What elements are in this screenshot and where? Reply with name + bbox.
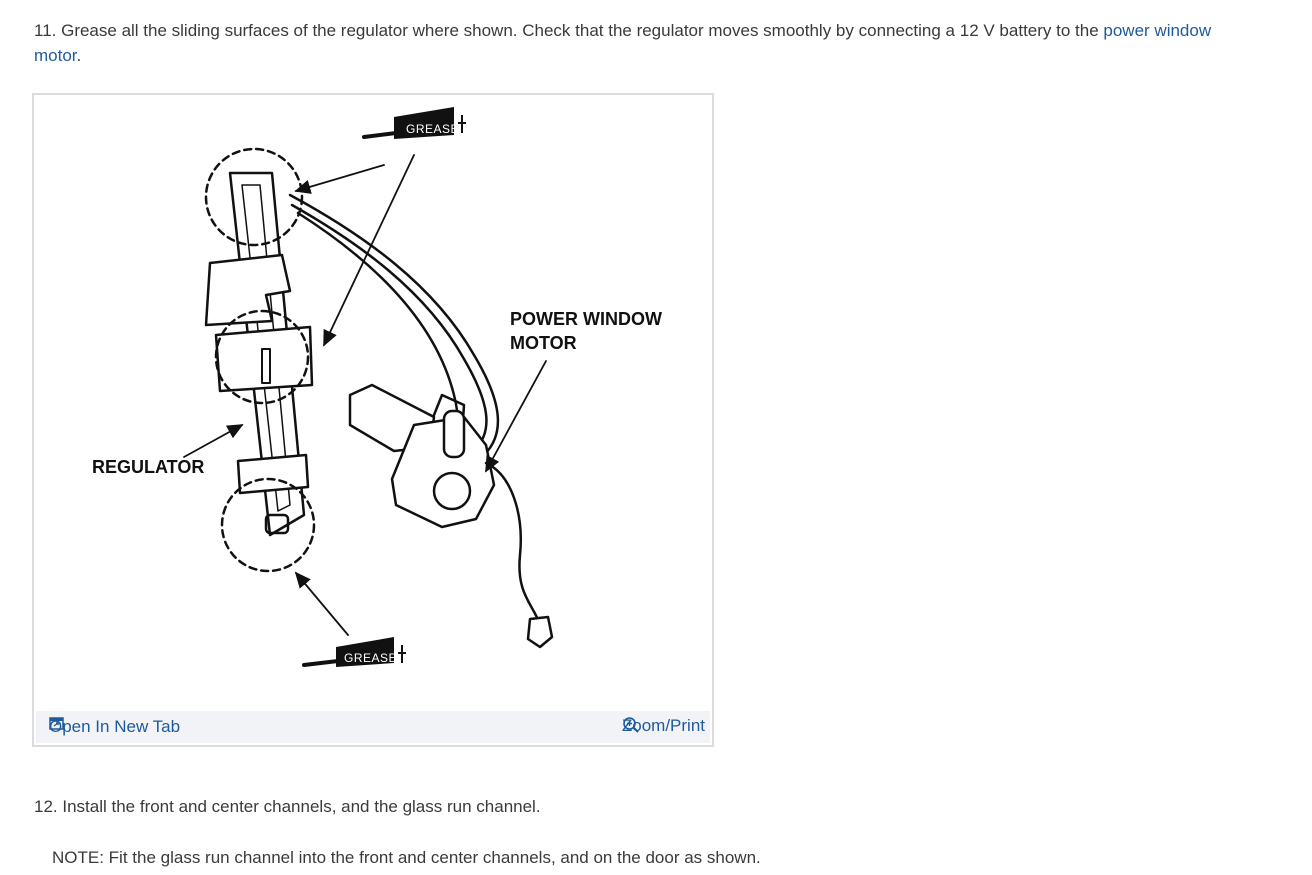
regulator-diagram: GREASE GREASE POWER WINDOW MOTOR REGULAT…	[92, 107, 662, 667]
grease-tube-bottom-icon: GREASE	[302, 637, 406, 667]
open-new-tab-label: Open In New Tab	[49, 717, 181, 736]
step-11-body: 11. Grease all the sliding surfaces of t…	[34, 21, 1104, 40]
step-12-text: 12. Install the front and center channel…	[34, 797, 541, 816]
regulator-label: REGULATOR	[92, 457, 204, 477]
regulator-figure: GREASE GREASE POWER WINDOW MOTOR REGULAT…	[32, 93, 714, 747]
grease-tube-top-icon: GREASE	[362, 107, 466, 139]
grease-bottom-label: GREASE	[344, 651, 397, 665]
zoom-print-button[interactable]: Zoom/Print	[622, 716, 705, 736]
zoom-print-label: Zoom/Print	[621, 716, 705, 735]
power-window-motor-link[interactable]: power window motor	[34, 21, 1212, 65]
open-new-tab-button[interactable]: Open In New Tab	[49, 717, 180, 737]
motor-label-line2: MOTOR	[510, 333, 577, 353]
open-new-tab-icon	[49, 717, 64, 730]
grease-top-label: GREASE	[406, 122, 459, 136]
step-11-end: .	[76, 46, 82, 65]
step-11-text: 11. Grease all the sliding surfaces of t…	[34, 18, 1254, 68]
zoom-icon	[623, 717, 639, 733]
note-text: NOTE: Fit the glass run channel into the…	[52, 848, 761, 867]
motor-label-line1: POWER WINDOW	[510, 309, 662, 329]
figure-toolbar: Open In New Tab Zoom/Print	[36, 711, 710, 743]
